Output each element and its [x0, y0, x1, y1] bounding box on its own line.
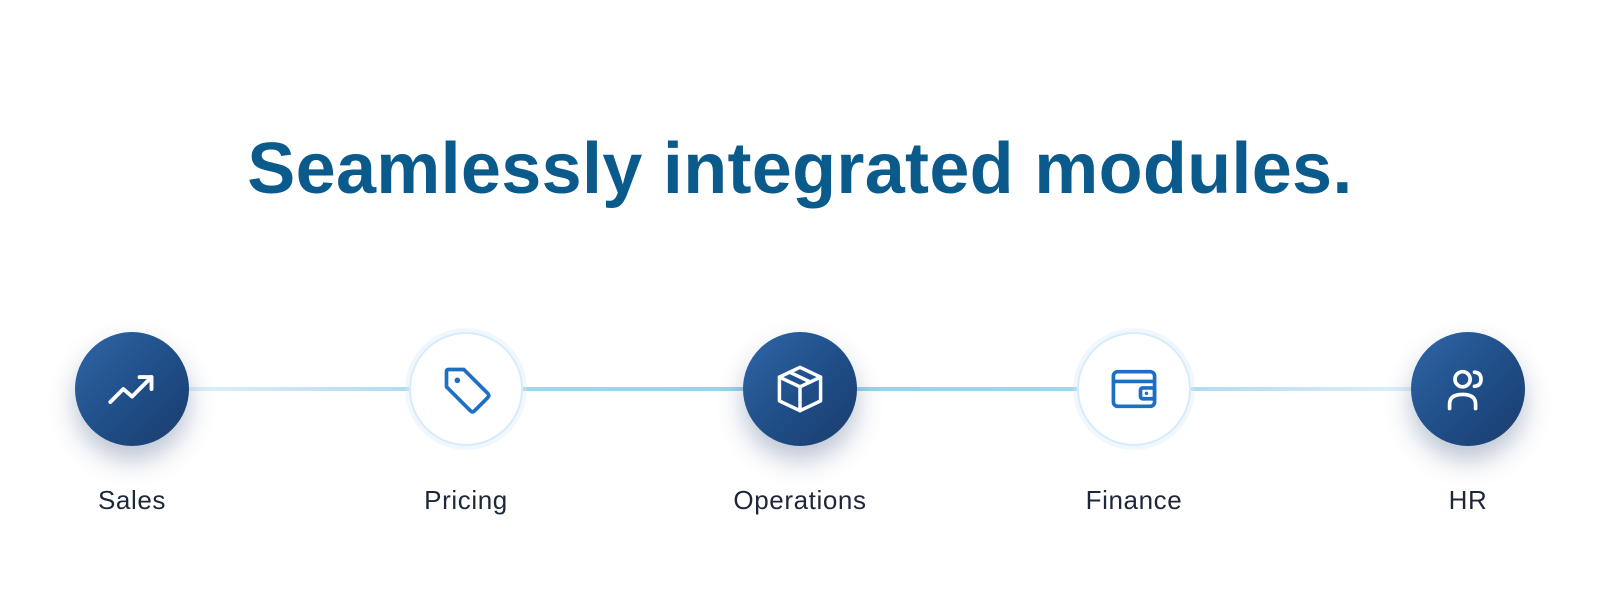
module-label: Finance [1085, 485, 1183, 515]
module-operations[interactable]: Operations [700, 332, 900, 522]
module-label: Pricing [424, 485, 508, 515]
module-label: Operations [733, 485, 867, 515]
module-sales[interactable]: Sales [32, 332, 232, 522]
package-box-icon [777, 365, 823, 413]
trending-up-icon [108, 375, 154, 404]
module-finance[interactable]: Finance [1034, 332, 1234, 522]
module-node-pricing[interactable] [409, 332, 523, 446]
module-pricing[interactable]: Pricing [366, 332, 566, 522]
module-hr[interactable]: HR [1368, 332, 1568, 522]
module-label: Sales [97, 485, 167, 515]
users-icon [1447, 369, 1483, 411]
wallet-icon [1111, 369, 1157, 409]
module-node-operations[interactable] [743, 332, 857, 446]
price-tag-icon [444, 367, 491, 414]
module-node-hr[interactable] [1411, 332, 1525, 446]
page-title: Seamlessly integrated modules. [247, 129, 1353, 209]
module-node-finance[interactable] [1077, 332, 1191, 446]
module-node-sales[interactable] [75, 332, 189, 446]
module-label: HR [1448, 485, 1488, 515]
